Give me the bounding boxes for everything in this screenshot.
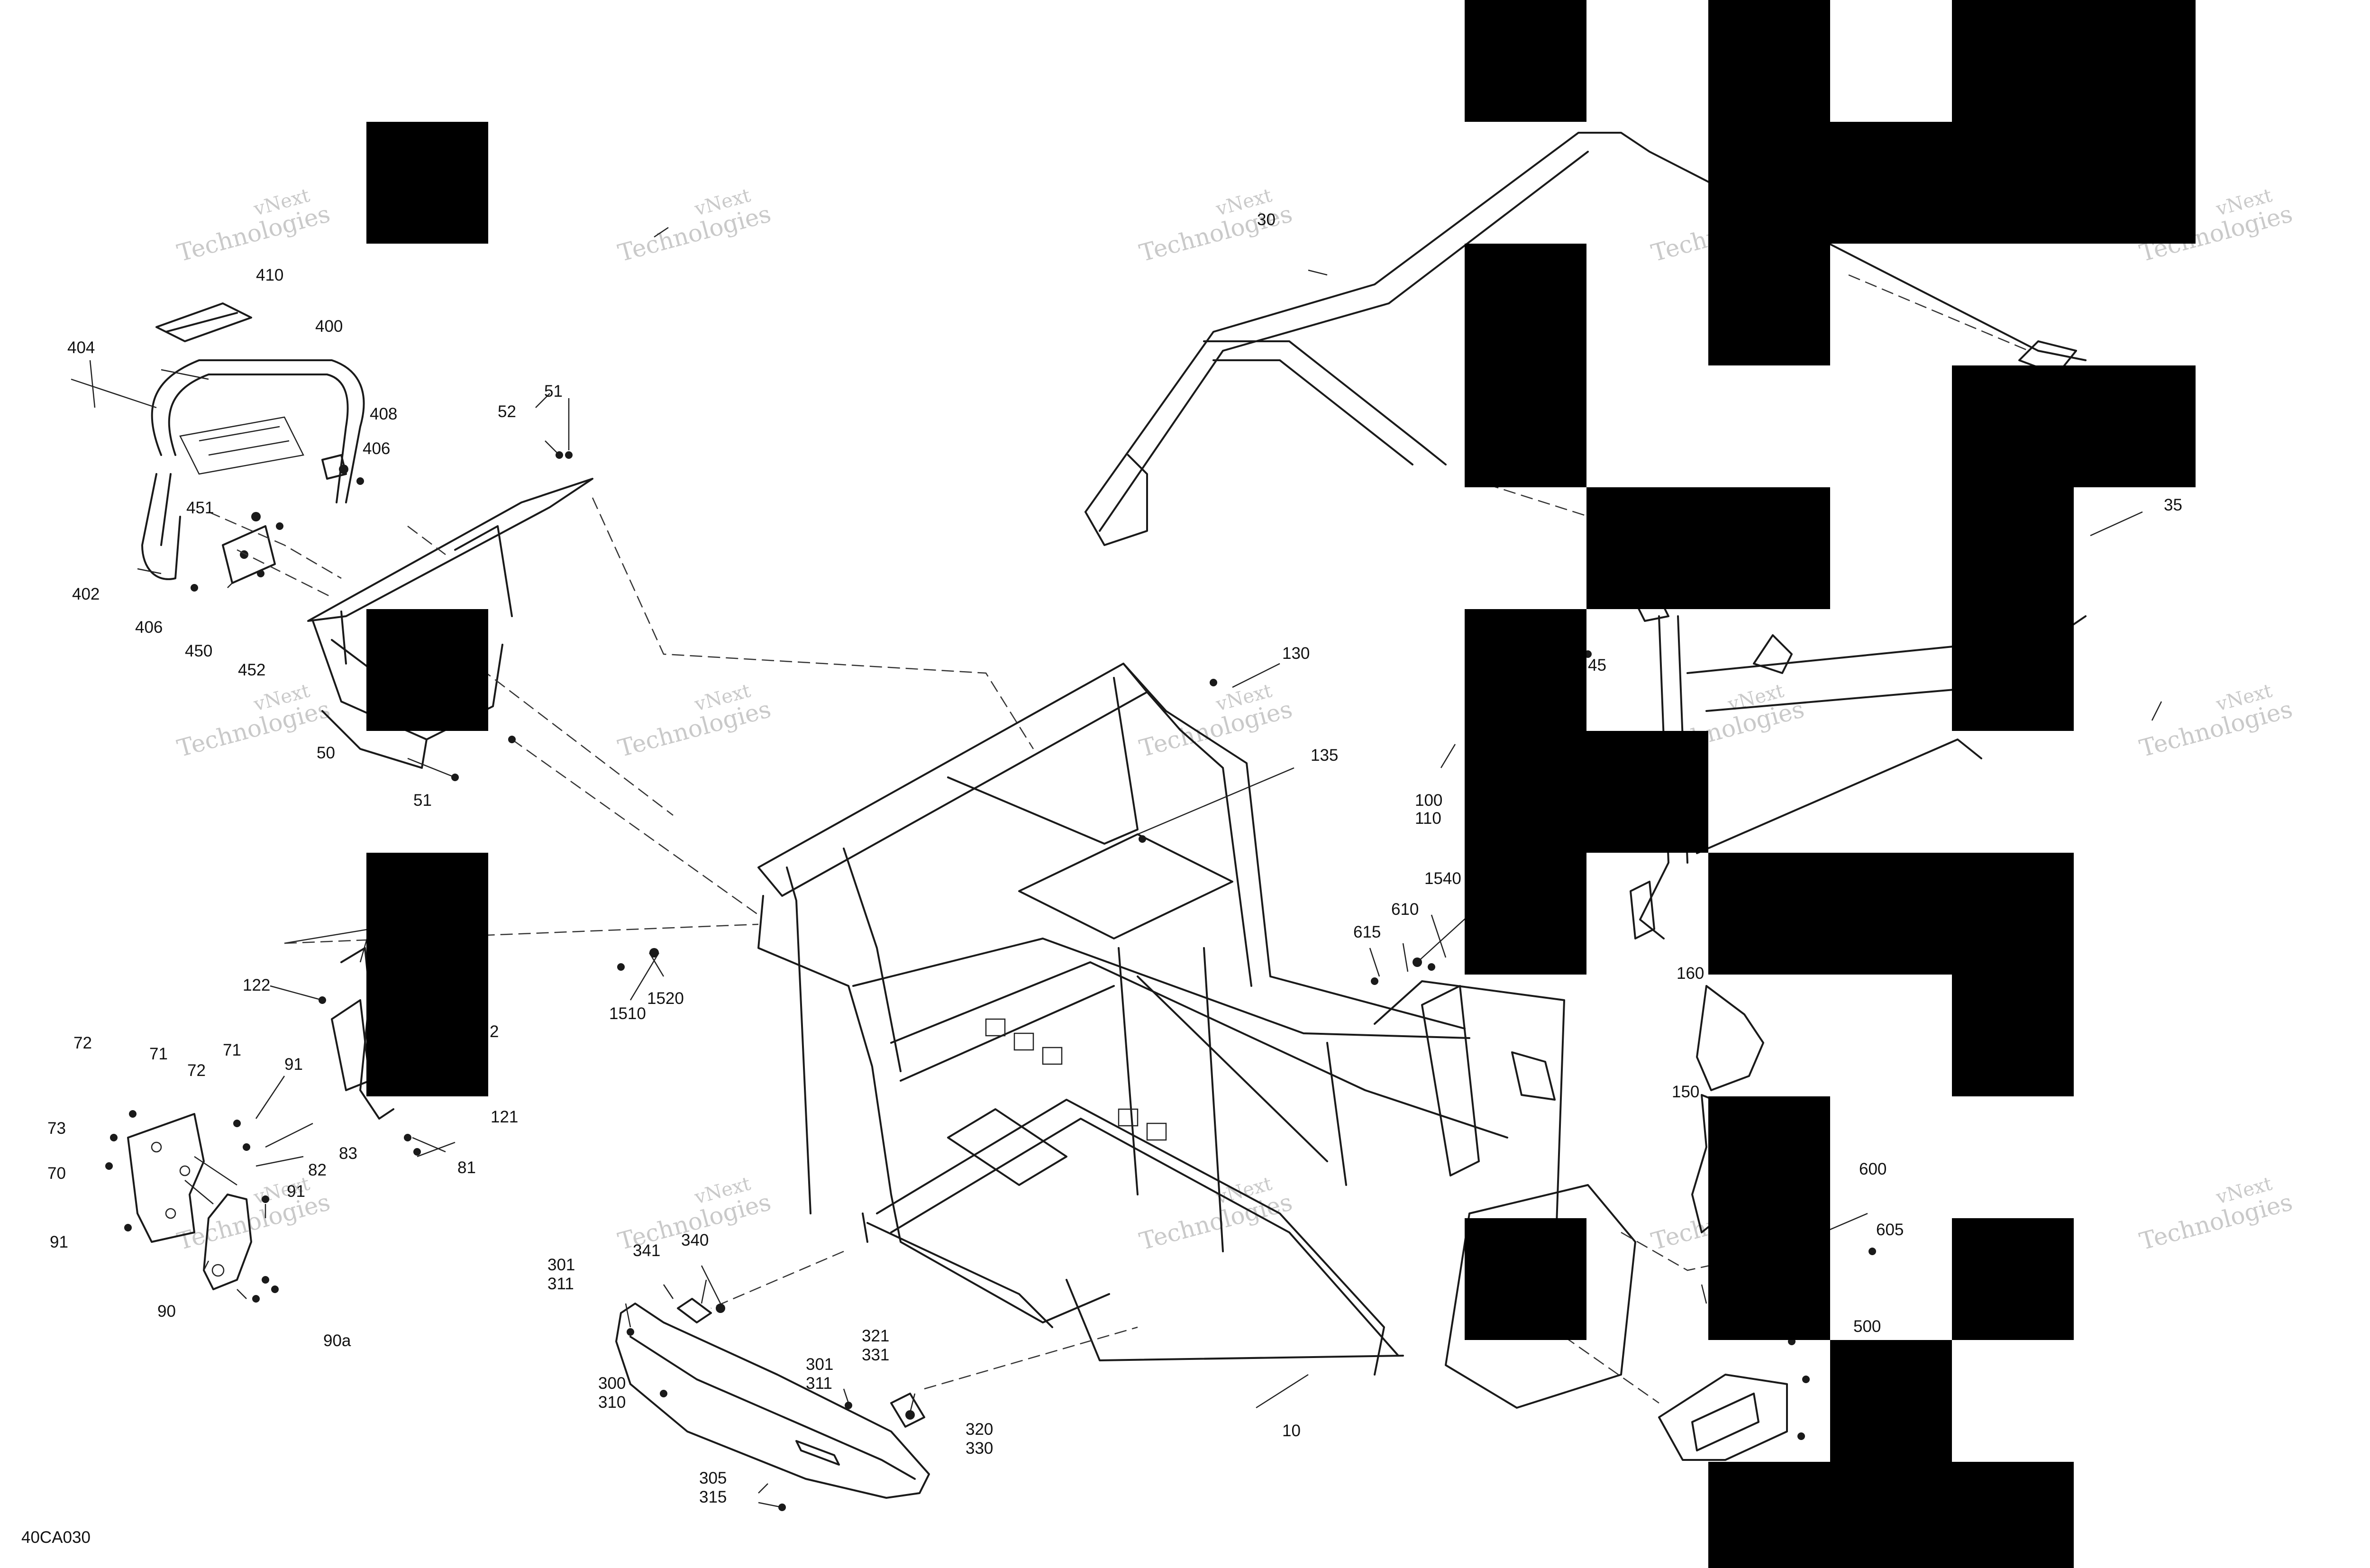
callout-label: 311 xyxy=(547,1275,574,1293)
callout-label: 451 xyxy=(186,499,214,517)
watermark-text: Technologies xyxy=(615,200,774,267)
callout-label: 610 xyxy=(1391,900,1419,919)
callout-label: 35 xyxy=(2164,496,2182,514)
callout-label: 321 xyxy=(862,1327,889,1345)
callout-label: 50 xyxy=(317,744,335,762)
callout-label: 90a xyxy=(323,1331,351,1350)
watermark-text: Technologies xyxy=(174,1188,333,1256)
callout-label: 82 xyxy=(308,1161,327,1179)
callout-label: 72 xyxy=(187,1061,206,1080)
callout-label: 91 xyxy=(50,1233,68,1251)
callout-label: 52 xyxy=(498,402,516,421)
callout-label: 340 xyxy=(681,1231,709,1249)
callout-labels: 410 400 404 408 406 451 402 406 450 452 … xyxy=(47,210,2182,1506)
callout-label: 122 xyxy=(243,976,270,994)
callout-label: 300 xyxy=(598,1374,626,1393)
callout-label: 71 xyxy=(149,1045,168,1063)
callout-label: 72 xyxy=(73,1034,92,1052)
skid-plate xyxy=(615,1298,930,1499)
callout-label: 90 xyxy=(157,1302,176,1321)
redaction-blocks xyxy=(366,0,2196,1568)
callout-label: 320 xyxy=(966,1420,993,1439)
callout-label: 311 xyxy=(806,1374,832,1393)
callout-label: 71 xyxy=(223,1041,241,1059)
watermark-text: Technologies xyxy=(615,695,774,763)
callout-label: 408 xyxy=(370,405,397,423)
callout-label: 2 xyxy=(490,1022,499,1041)
callout-label: 400 xyxy=(315,317,343,336)
callout-label: 135 xyxy=(1311,746,1338,765)
callout-label: 330 xyxy=(966,1439,993,1458)
watermark-text: Technologies xyxy=(174,695,333,763)
callout-label: 160 xyxy=(1677,964,1704,983)
main-frame-center xyxy=(757,663,1636,1409)
callout-label: 10 xyxy=(1282,1422,1301,1440)
callout-label: 500 xyxy=(1853,1317,1881,1336)
front-bumper-assembly xyxy=(71,302,365,584)
callout-label: 51 xyxy=(544,382,563,401)
callout-label: 402 xyxy=(72,585,100,603)
callout-label: 1520 xyxy=(647,989,684,1008)
callout-label: 121 xyxy=(491,1108,518,1126)
callout-label: 406 xyxy=(363,439,390,458)
callout-label: 100 xyxy=(1415,791,1442,810)
fasteners xyxy=(105,451,1876,1511)
callout-label: 605 xyxy=(1876,1221,1904,1239)
callout-label: 452 xyxy=(238,661,265,679)
callout-label: 83 xyxy=(339,1144,357,1163)
dashed-assembly-lines xyxy=(208,274,2029,1404)
callout-label: 30 xyxy=(1257,210,1276,229)
callout-label: 1540 xyxy=(1424,869,1461,888)
callout-label: 305 xyxy=(699,1469,727,1487)
callout-label: 404 xyxy=(67,338,95,357)
callout-label: 315 xyxy=(699,1488,727,1506)
callout-label: 310 xyxy=(598,1393,626,1412)
callout-label: 45 xyxy=(1588,656,1606,675)
callout-label: 70 xyxy=(47,1164,66,1183)
front-frame-section xyxy=(307,478,593,769)
callout-label: 91 xyxy=(287,1182,305,1201)
callout-label: 600 xyxy=(1859,1160,1887,1178)
callout-label: 615 xyxy=(1353,923,1381,941)
callout-label: 406 xyxy=(135,618,163,637)
callout-label: 301 xyxy=(547,1256,575,1274)
callout-label: 51 xyxy=(413,791,432,810)
callout-label: 301 xyxy=(806,1355,833,1374)
callout-label: 331 xyxy=(862,1346,889,1364)
callout-leaders xyxy=(89,227,2162,1508)
callout-label: 110 xyxy=(1415,809,1441,828)
callout-label: 341 xyxy=(633,1241,660,1260)
callout-label: 150 xyxy=(1672,1083,1699,1101)
watermark-text: Technologies xyxy=(2137,1188,2296,1256)
watermark-text: Technologies xyxy=(1137,200,1295,267)
diagram-id: 40CA030 xyxy=(21,1528,91,1547)
callout-label: 73 xyxy=(47,1119,66,1138)
callout-label: 1510 xyxy=(609,1004,646,1023)
callout-label: 81 xyxy=(457,1158,476,1177)
callout-label: 130 xyxy=(1282,644,1310,663)
mount-plate-assembly xyxy=(127,1113,252,1290)
watermark-text: Technologies xyxy=(2137,695,2296,763)
watermark-text: Technologies xyxy=(174,200,333,267)
callout-label: 91 xyxy=(284,1055,303,1074)
callout-label: 450 xyxy=(185,642,212,660)
callout-label: 410 xyxy=(256,266,283,284)
